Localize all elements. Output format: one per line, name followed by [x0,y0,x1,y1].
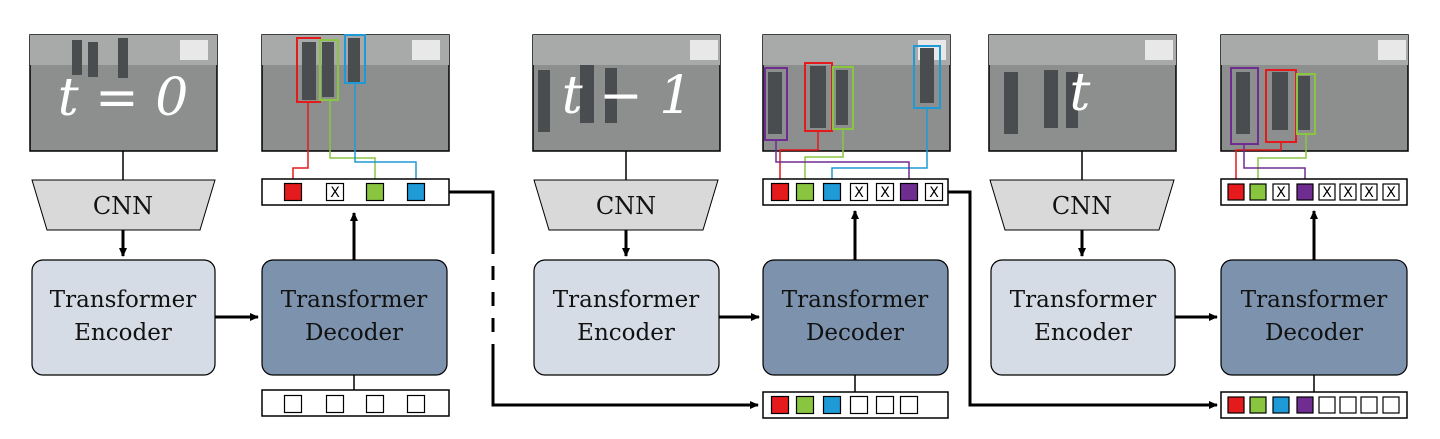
x-mark: X [1386,185,1396,201]
empty-query-slot [1360,396,1378,414]
x-mark: X [929,185,939,201]
dropped-query-slot: X [924,182,944,202]
frame-label-t-minus-1: t − 1 [562,66,693,126]
track-query-slot-blue [406,182,426,202]
cnn-label-t-minus-1: CNN [596,192,656,220]
cnn-label-t: CNN [1052,192,1112,220]
decoder-label-line2-t-minus-1: Decoder [806,320,904,346]
empty-query-slot [899,395,919,415]
track-query-slot-green [795,395,815,415]
dropped-query-slot: X [1360,183,1378,201]
stage-t0: t = 0 CNN Transformer Encoder Transforme… [29,34,450,417]
track-query-slot-red [1227,396,1245,414]
track-query-slot-red [770,395,790,415]
x-mark: X [1276,185,1286,201]
dropped-query-slot: X [1318,183,1336,201]
transformer-encoder-t0: Transformer Encoder [31,259,216,376]
track-query-connector-2 [948,190,1218,409]
encoder-label-line1-t0: Transformer [50,287,196,313]
decoder-label-line1-t: Transformer [1241,287,1387,313]
encoder-label-line2-t: Encoder [1034,320,1132,346]
input-frame-t: t [988,34,1177,152]
input-query-slots-t0 [283,394,426,414]
encoder-label-line1-t: Transformer [1010,287,1156,313]
track-query-slot-green [795,182,815,202]
decoder-label-line1-t-minus-1: Transformer [782,287,928,313]
x-mark: X [1322,185,1332,201]
transformer-decoder-t: Transformer Decoder [1220,259,1408,376]
input-frame-t-minus-1: t − 1 [532,34,721,152]
track-query-slot-purple [1296,396,1314,414]
frame-label-t0: t = 0 [58,68,189,128]
track-query-slot-green [365,182,385,202]
empty-query-slot [1382,396,1400,414]
empty-query-slot [1339,396,1357,414]
dropped-query-slot: X [1272,183,1290,201]
transformer-decoder-t0: Transformer Decoder [261,259,448,376]
empty-query-slot [406,394,426,414]
dropped-query-slot: X [325,182,345,202]
output-frame-t [1220,34,1409,182]
track-query-slot-blue [822,395,842,415]
track-query-slot-red [283,182,303,202]
decoder-label-line2-t: Decoder [1265,320,1363,346]
transformer-encoder-t: Transformer Encoder [990,259,1176,376]
input-queries-t [1220,391,1408,419]
x-mark: X [330,185,340,201]
pedestrian-box-green [319,39,339,101]
track-query-slot-blue [822,182,842,202]
track-query-slot-red [770,182,790,202]
input-frame-t0: t = 0 [29,34,218,152]
empty-query-slot [283,394,303,414]
cnn-label-t0: CNN [93,192,153,220]
track-query-slot-purple [1296,183,1314,201]
decoder-label-line2-t0: Decoder [305,320,403,346]
output-query-slots-t0: X [283,182,426,202]
frame-label-t: t [1070,63,1091,123]
output-frame-t0 [261,34,450,182]
output-frame-t-minus-1 [762,34,951,182]
encoder-label-line2-t-minus-1: Encoder [577,320,675,346]
stage-t: t CNN Transformer Encoder Transformer De… [988,34,1409,419]
dropped-query-slot: X [849,182,869,202]
decoder-label-line1-t0: Transformer [281,287,427,313]
track-query-slot-blue [1272,396,1290,414]
cnn-block-t: CNN [989,151,1175,257]
track-query-slot-purple [899,182,919,202]
output-queries-t [1220,178,1408,206]
transformer-decoder-t-minus-1: Transformer Decoder [762,259,949,376]
track-query-slot-green [1249,396,1267,414]
transformer-encoder-t-minus-1: Transformer Encoder [533,259,720,376]
empty-query-slot [365,394,385,414]
dropped-query-slot: X [1382,183,1400,201]
track-query-slot-green [1249,183,1267,201]
empty-query-slot [849,395,869,415]
x-mark: X [1343,185,1353,201]
empty-query-slot [1318,396,1336,414]
encoder-label-line2-t0: Encoder [74,320,172,346]
x-mark: X [854,185,864,201]
dropped-query-slot: X [1339,183,1357,201]
input-query-slots-t [1227,396,1400,414]
stage-t-minus-1: t − 1 CNN Transformer Encoder Transforme… [532,34,951,419]
cnn-block-t0: CNN [31,151,216,257]
x-mark: X [880,185,890,201]
dropped-query-slot: X [875,182,895,202]
track-query-slot-red [1227,183,1245,201]
x-mark: X [1364,185,1374,201]
empty-query-slot [875,395,895,415]
input-query-slots-t-minus-1 [770,395,919,415]
cnn-block-t-minus-1: CNN [533,151,719,257]
track-query-connector-1 [449,190,759,409]
empty-query-slot [325,394,345,414]
encoder-label-line1-t-minus-1: Transformer [553,287,699,313]
